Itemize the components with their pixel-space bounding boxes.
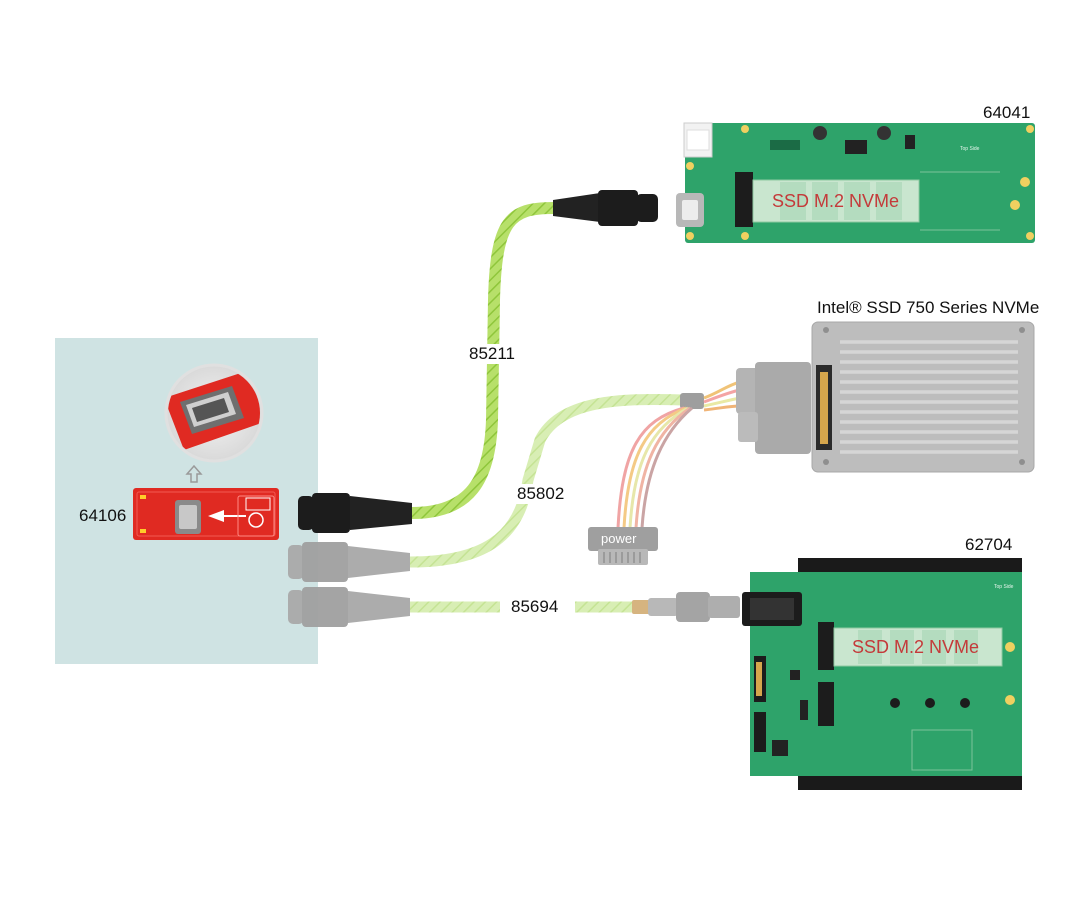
board-62704: Top Side [742, 558, 1022, 790]
label-85694: 85694 [508, 597, 562, 617]
zoom-magnifier-icon [164, 363, 264, 463]
slot-text-64041: SSD M.2 NVMe [772, 191, 900, 211]
svg-text:Top Side: Top Side [960, 146, 980, 152]
label-64106: 64106 [79, 506, 127, 525]
svg-text:Top Side: Top Side [994, 584, 1014, 590]
adapter-64106 [133, 488, 279, 540]
cable-85211 [298, 190, 658, 533]
slot-text-62704: SSD M.2 NVMe [852, 637, 980, 657]
intel-ssd-750 [811, 321, 1035, 473]
board-64041: Top Side [676, 122, 1035, 243]
arrow-up-icon [185, 464, 203, 483]
cable-85802 [288, 362, 811, 582]
cable-85694 [288, 587, 740, 627]
label-85802: 85802 [514, 484, 568, 504]
label-intel-ssd-750: Intel® SSD 750 Series NVMe [817, 298, 1040, 317]
label-62704: 62704 [965, 535, 1013, 554]
label-85211: 85211 [466, 344, 519, 364]
label-64041: 64041 [983, 103, 1031, 122]
sata-power-label: power [601, 531, 637, 546]
